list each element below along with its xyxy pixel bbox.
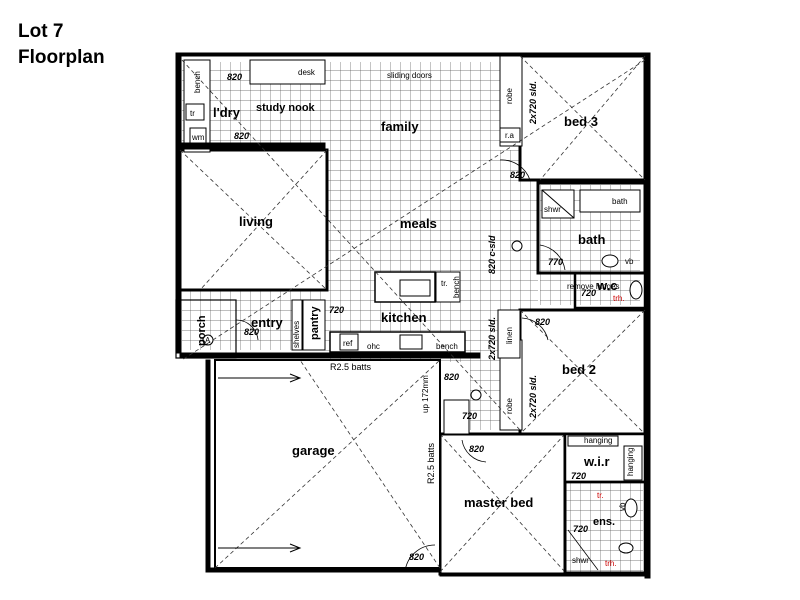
dim-4: 770: [548, 257, 563, 267]
dashed-guides: [181, 59, 646, 431]
label-garage: garage: [292, 443, 335, 458]
label-ohc: ohc: [367, 342, 380, 351]
label-study-nook: study nook: [256, 102, 316, 114]
label-bench-ldry: bench: [193, 71, 202, 93]
label-tr: tr.: [441, 279, 448, 288]
bed3-room: [499, 54, 647, 182]
master-bed-room: [438, 432, 567, 576]
label-ldry-wm: wm: [191, 133, 205, 142]
fixture-labels: bench desk sliding doors robe 2x720 sld.…: [190, 68, 635, 568]
hall-fixtures: [443, 240, 523, 435]
label-linen: linen: [505, 327, 514, 344]
label-bed3: bed 3: [564, 114, 598, 129]
label-bed2: bed 2: [562, 362, 596, 377]
label-entry-a: A: [205, 336, 211, 345]
dim-3: 820: [510, 170, 525, 180]
label-shelves: shelves: [292, 321, 301, 348]
label-remove-hinges: remove hinges: [567, 282, 619, 291]
label-ra: r.a: [505, 131, 514, 140]
wir-room: [563, 432, 647, 484]
label-kitchen: kitchen: [381, 310, 427, 325]
label-entry: entry: [251, 315, 284, 330]
kitchen-fixtures: [302, 271, 466, 353]
label-laundry: l'dry: [213, 105, 241, 120]
label-bath-fixture: bath: [612, 197, 628, 206]
label-r25-batts-v: R2.5 batts: [426, 442, 436, 484]
label-porch: porch: [196, 315, 208, 346]
label-up-172: up 172mm: [421, 375, 430, 413]
label-bath: bath: [578, 232, 606, 247]
label-hanging-side: hanging: [626, 448, 635, 476]
label-master-bed: master bed: [464, 495, 533, 510]
dim-1: 820: [227, 72, 242, 82]
bath-room: [536, 181, 647, 275]
label-vb-bath: vb: [625, 257, 634, 266]
label-shwr-bath: shwr: [544, 205, 561, 214]
label-vb-ens: vb: [618, 502, 627, 511]
dim-12: 820: [469, 444, 484, 454]
label-wir: w.i.r: [583, 454, 610, 469]
wc-room: [573, 271, 647, 310]
label-sld-bed2: 2x720 sld.: [528, 375, 538, 419]
entry-fixtures: [179, 299, 481, 359]
label-ref: ref: [343, 339, 353, 348]
room-labels: family living meals kitchen bed 3 bath w…: [196, 102, 617, 528]
label-family: family: [381, 119, 419, 134]
label-desk: desk: [298, 68, 316, 77]
label-bench-island: bench: [452, 276, 461, 298]
living-room: [178, 148, 329, 292]
label-ens: ens.: [593, 516, 615, 528]
laundry-study-fixtures: [179, 59, 326, 153]
label-wc: w.c: [596, 278, 617, 293]
plan-title-floorplan: Floorplan: [18, 47, 105, 68]
garage-room: [214, 359, 441, 573]
label-pantry: pantry: [309, 306, 321, 341]
dim-5: 720: [581, 288, 596, 298]
dim-7: 820: [535, 317, 550, 327]
label-c-sld: 820 c-sld: [487, 235, 497, 274]
dim-8: 820: [244, 327, 259, 337]
dim-14: 720: [573, 524, 588, 534]
dim-13: 820: [409, 552, 424, 562]
label-sld-linen: 2x720 sld.: [487, 317, 497, 361]
dim-2: 820: [234, 131, 249, 141]
plan-title-lot: Lot 7: [18, 21, 64, 42]
label-sliding-doors: sliding doors: [387, 71, 432, 80]
ensuite-room: [563, 480, 647, 576]
dim-10: 820: [444, 372, 459, 382]
dimension-labels: 820 820 820 770 720 720 820 820 720 820 …: [227, 72, 596, 562]
label-bench-kitchen: bench: [436, 342, 458, 351]
label-tr-ens: tr.: [597, 491, 604, 500]
label-shwr-ens: shwr: [572, 556, 589, 565]
dim-11: 720: [571, 471, 586, 481]
label-trh-ens: trh.: [605, 559, 617, 568]
label-living: living: [239, 214, 273, 229]
dim-6: 720: [329, 305, 344, 315]
label-trh-wc: trh.: [613, 294, 625, 303]
label-ldry-tub: tr: [190, 109, 195, 118]
label-r25-batts-h: R2.5 batts: [330, 362, 372, 372]
dim-9: 720: [462, 411, 477, 421]
bed2-room: [499, 308, 647, 436]
label-sld-bed3: 2x720 sld.: [528, 81, 538, 125]
label-robe-bed3: robe: [505, 87, 514, 104]
label-hanging-top: hanging: [584, 436, 612, 445]
label-meals: meals: [400, 216, 437, 231]
label-robe-bed2: robe: [505, 397, 514, 414]
